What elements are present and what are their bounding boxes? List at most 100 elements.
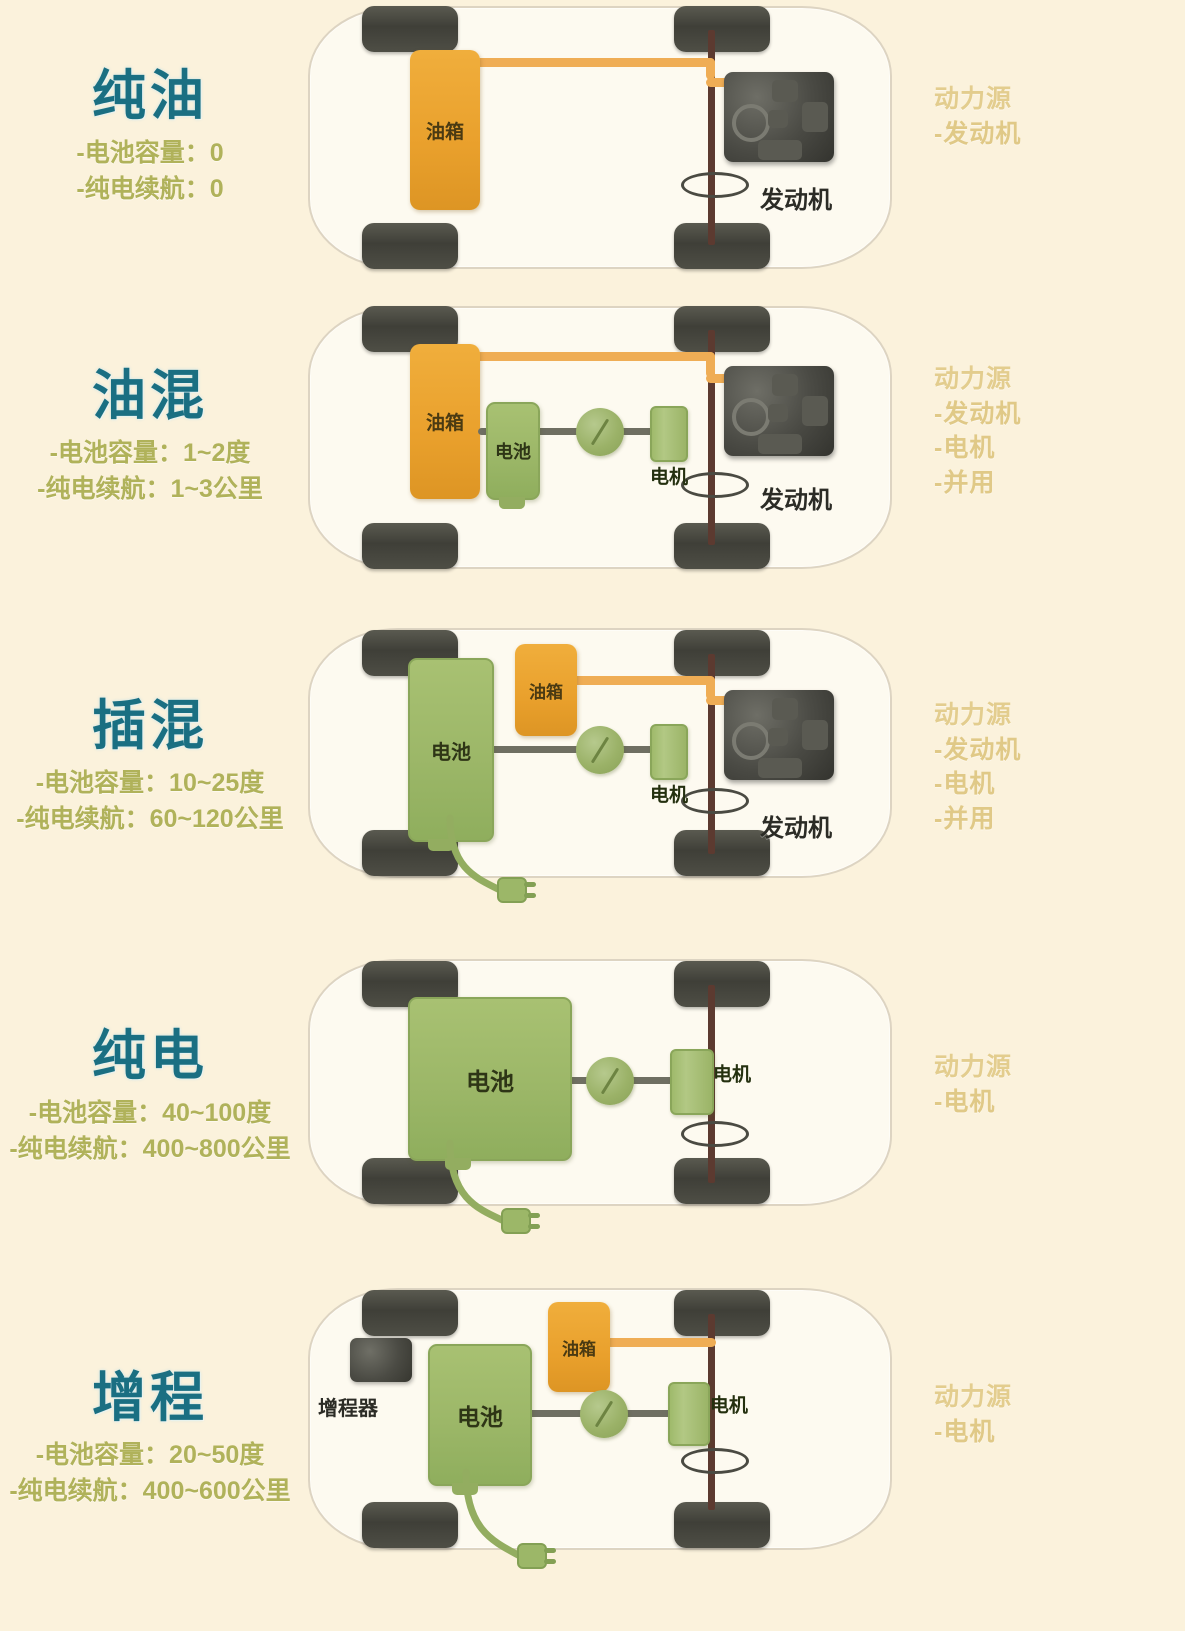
row-erev-text: 增程 -电池容量：20~50度 -纯电续航：400~600公里 [0,1370,300,1509]
differential-ring [681,472,749,498]
gear-disc [586,1057,634,1105]
power-source-item: -电机 [934,1087,996,1116]
axle-vertical [708,654,715,854]
power-source-item: -发动机 [934,735,1022,764]
row-gasoline-text: 纯油 -电池容量：0 -纯电续航：0 [0,68,300,207]
fuel-line-horizontal [470,352,715,361]
engine-knob-a [772,374,798,396]
wheel-rear-left [362,223,458,269]
gear-disc [576,408,624,456]
charging-plug-icon [446,1139,540,1234]
fuel-tank-label: 油箱 [425,413,464,434]
row-bev-text: 纯电 -电池容量：40~100度 -纯电续航：400~800公里 [0,1028,300,1167]
axle-vertical [708,1314,715,1510]
engine-block [724,690,834,780]
wheel-front-right [674,1290,770,1336]
power-source-gasoline: 动力源 -发动机 [934,82,1021,151]
row-gasoline-spec-range: -纯电续航：0 [76,174,224,203]
wheel-front-right [674,306,770,352]
gear-disc [580,1390,628,1438]
charging-plug [430,1139,580,1258]
row-erev-power: 动力源 -电机 [900,1280,1185,1600]
battery-pack: 电池 [408,658,494,851]
power-source-head: 动力源 [934,365,1013,393]
differential-ring [681,1448,749,1474]
power-source-erev: 动力源 -电机 [934,1380,1012,1449]
wheel-rear-right [674,1502,770,1548]
row-bev-power: 动力源 -电机 [900,945,1185,1250]
row-hybrid-spec-range: -纯电续航：1~3公里 [37,474,263,503]
power-source-item: -并用 [934,468,996,497]
differential-ring [681,1121,749,1147]
fuel-line-horizontal [470,58,715,67]
power-source-head: 动力源 [934,85,1013,113]
engine-block [724,72,834,162]
motor-label: 电机 [712,1064,752,1086]
fuel-tank-label: 油箱 [529,682,563,702]
fuel-tank-label: 油箱 [425,121,464,143]
fuel-line-vertical [706,676,715,700]
wheel-rear-right [674,1158,770,1204]
row-bev-spec-range: -纯电续航：400~800公里 [9,1134,291,1163]
fuel-tank: 油箱 [410,50,480,210]
row-bev-title: 纯电 [92,1025,208,1086]
charging-plug [448,1468,598,1592]
wheel-rear-right [674,523,770,569]
fuel-line-vertical [706,352,715,378]
wheel-rear-right [674,223,770,269]
electric-motor: 电机 [668,1382,748,1446]
differential-ring [681,788,749,814]
engine-knob-d [758,758,802,778]
wheel-front-left [362,1290,458,1336]
fuel-line-horizontal [530,676,715,685]
fuel-line-horizontal [548,1338,716,1347]
row-bev: 纯电 -电池容量：40~100度 -纯电续航：400~800公里 电池 电机 [0,945,1185,1250]
power-source-item: -并用 [934,804,996,833]
battery-pack: 电池 [486,402,540,509]
engine-knob-b [768,728,788,746]
engine-label: 发动机 [760,487,832,514]
wheel-front-left [362,6,458,52]
row-phev-power: 动力源 -发动机 -电机 -并用 [900,618,1185,918]
row-gasoline-title: 纯油 [92,65,208,126]
power-source-head: 动力源 [934,1383,1013,1411]
engine-knob-c [802,102,828,132]
power-source-item: -发动机 [934,399,1022,428]
row-hybrid-text: 油混 -电池容量：1~2度 -纯电续航：1~3公里 [0,368,300,507]
battery-label: 电池 [431,741,471,764]
motor-label: 电机 [649,467,689,488]
wheel-rear-left [362,523,458,569]
battery-pack: 电池 [408,997,572,1170]
power-source-item: -电机 [934,1417,996,1446]
power-source-bev: 动力源 -电机 [934,1050,1012,1119]
engine-knob-c [802,396,828,426]
fuel-tank-label: 油箱 [562,1339,596,1359]
car-diagram-bev: 电池 电机 [300,945,900,1250]
row-phev-spec-battery: -电池容量：10~25度 [35,769,265,798]
wheel-rear-right [674,830,770,876]
row-erev-spec-battery: -电池容量：20~50度 [35,1441,265,1470]
fuel-line-vertical [706,58,715,80]
battery-label: 电池 [457,1404,503,1430]
row-erev-title: 增程 [92,1368,208,1429]
engine-ring [732,398,770,436]
motor-label: 电机 [649,785,689,806]
row-bev-spec-battery: -电池容量：40~100度 [28,1098,272,1127]
charging-plug-icon [462,1468,556,1569]
engine-label: 发动机 [760,815,832,842]
row-phev-spec-range: -纯电续航：60~120公里 [16,805,284,834]
power-source-item: -电机 [934,434,996,462]
power-source-hybrid: 动力源 -发动机 -电机 -并用 [934,362,1021,500]
engine-knob-c [802,720,828,750]
engine-block [724,366,834,456]
battery-label: 电池 [466,1068,514,1096]
engine-knob-b [768,110,788,128]
fuel-tank: 油箱 [515,644,577,736]
power-source-phev: 动力源 -发动机 -电机 -并用 [934,698,1021,836]
row-hybrid-spec-battery: -电池容量：1~2度 [49,438,251,467]
row-erev: 增程 -电池容量：20~50度 -纯电续航：400~600公里 油箱 增程器 电… [0,1280,1185,1600]
electric-motor: 电机 [650,406,688,488]
engine-knob-d [758,434,802,454]
car-diagram-phev: 油箱 电池 电机 发动机 [300,618,900,918]
electric-motor: 电机 [650,724,688,806]
